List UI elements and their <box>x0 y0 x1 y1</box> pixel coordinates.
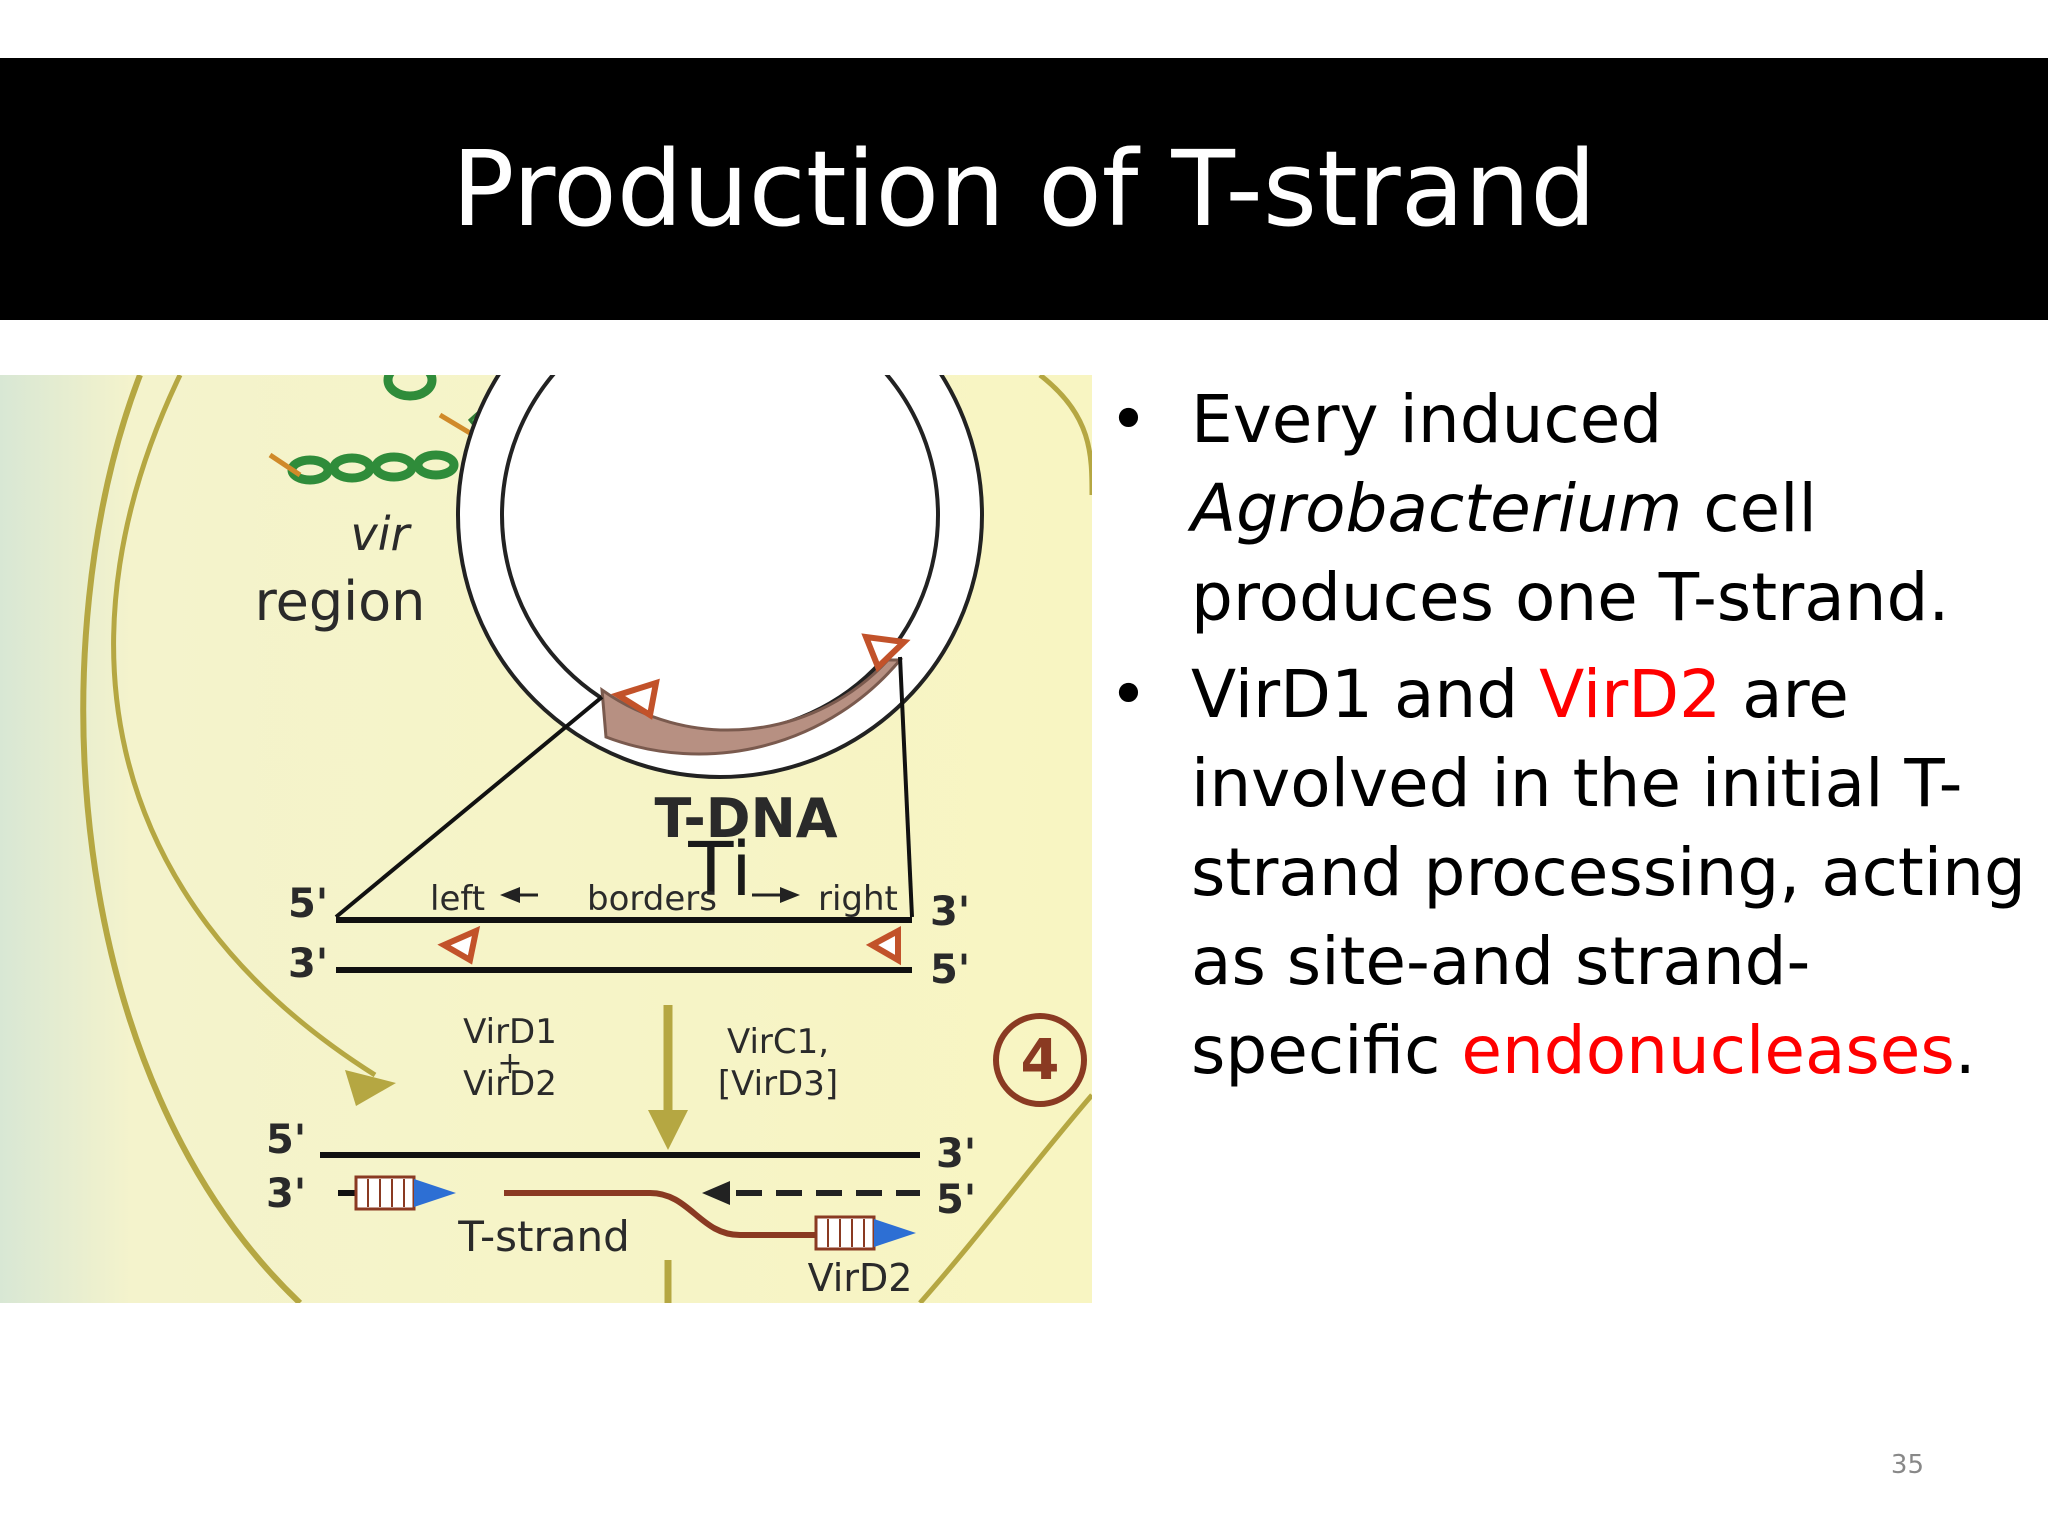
bullet-2-red-term: VirD2 <box>1539 656 1722 733</box>
right-border-marker <box>861 633 911 673</box>
t-strand-diagram: Ti vir region T-DNA left borders right 5… <box>0 375 1092 1303</box>
top-3prime-right-label: 3' <box>930 889 970 935</box>
tdna-label: T-DNA <box>654 787 837 850</box>
step-number: 4 <box>1021 1028 1060 1093</box>
bullet-1-text-part-2: cell produces one T-strand. <box>1191 470 1950 636</box>
t-strand-line <box>504 1190 816 1238</box>
left-label: left <box>430 879 485 919</box>
bullet-2-red-endonucleases: endonucleases <box>1461 1012 1955 1089</box>
virD3-label: [VirD3] <box>718 1064 838 1104</box>
outer-curve-right <box>1038 375 1092 496</box>
virD2-cap-left <box>414 1179 456 1207</box>
bullet-item-1: • Every induced Agrobacterium cell produ… <box>1107 375 2027 642</box>
left-arrow-head <box>500 887 520 903</box>
plus-label: + <box>497 1046 522 1081</box>
left-border-marker <box>610 678 660 720</box>
title-bar: Production of T-strand <box>0 58 2048 320</box>
tstrand-label: T-strand <box>457 1212 630 1261</box>
top-5prime-right-label: 5' <box>930 947 970 993</box>
bullet-marker: • <box>1109 656 1148 733</box>
cell-boundary-curve <box>80 375 303 1303</box>
region-label: region <box>255 570 426 633</box>
bullet-marker: • <box>1109 381 1148 458</box>
expansion-line-left <box>334 695 604 919</box>
vir-label: vir <box>351 507 413 561</box>
virD2-cap-right <box>874 1219 916 1247</box>
virC1-label: VirC1, <box>727 1022 829 1062</box>
right-label: right <box>818 879 898 919</box>
borders-label: borders <box>587 879 717 919</box>
bottom-5prime-left-label: 5' <box>266 1117 306 1163</box>
diagram-svg: Ti vir region T-DNA left borders right 5… <box>0 375 1092 1303</box>
bullet-item-2: • VirD1 and VirD2 are involved in the in… <box>1107 650 2027 1095</box>
outer-curve-bottom <box>918 1093 1092 1303</box>
vir-gene-line-2 <box>438 412 472 436</box>
induction-arrow-curve <box>111 375 377 1078</box>
bullet-list: • Every induced Agrobacterium cell produ… <box>1107 375 2027 1103</box>
virD2-top-label: VirD2 <box>463 1064 557 1104</box>
vir-genes <box>287 375 459 485</box>
induction-arrowhead <box>345 1070 396 1106</box>
bullet-2-text-part-1: VirD1 and <box>1191 656 1540 733</box>
bottom-3prime-right-label: 3' <box>936 1131 976 1177</box>
bullet-2-text-part-2: are involved in the initial T-strand pro… <box>1191 656 2026 1089</box>
right-arrow-head <box>780 887 800 903</box>
right-border-triangle <box>865 925 901 966</box>
ti-label: Ti <box>687 827 752 913</box>
virD1-label: VirD1 <box>463 1012 557 1052</box>
left-border-triangle <box>437 925 481 965</box>
step-circle <box>993 1013 1087 1107</box>
bottom-3prime-left-label: 3' <box>266 1171 306 1217</box>
slide-title: Production of T-strand <box>451 128 1597 250</box>
top-3prime-label: 3' <box>288 941 328 987</box>
processing-arrow-head <box>648 1110 688 1150</box>
virD2-bottom-label: VirD2 <box>808 1256 913 1300</box>
top-5prime-label: 5' <box>288 881 328 927</box>
bullet-1-italic-term: Agrobacterium <box>1191 470 1683 547</box>
bullet-2-text-part-3: . <box>1954 1012 1976 1089</box>
page-number: 35 <box>1890 1450 1924 1480</box>
bullet-1-text-part-1: Every induced <box>1191 381 1663 458</box>
expansion-line-right <box>898 656 914 918</box>
bottom-5prime-right-label: 5' <box>936 1177 976 1223</box>
t-strand-direction-head <box>702 1181 730 1205</box>
virD2-protein-left <box>354 1175 416 1211</box>
tdna-segment <box>600 658 904 756</box>
virD2-protein-right <box>814 1215 876 1251</box>
vir-gene-line <box>268 452 302 478</box>
